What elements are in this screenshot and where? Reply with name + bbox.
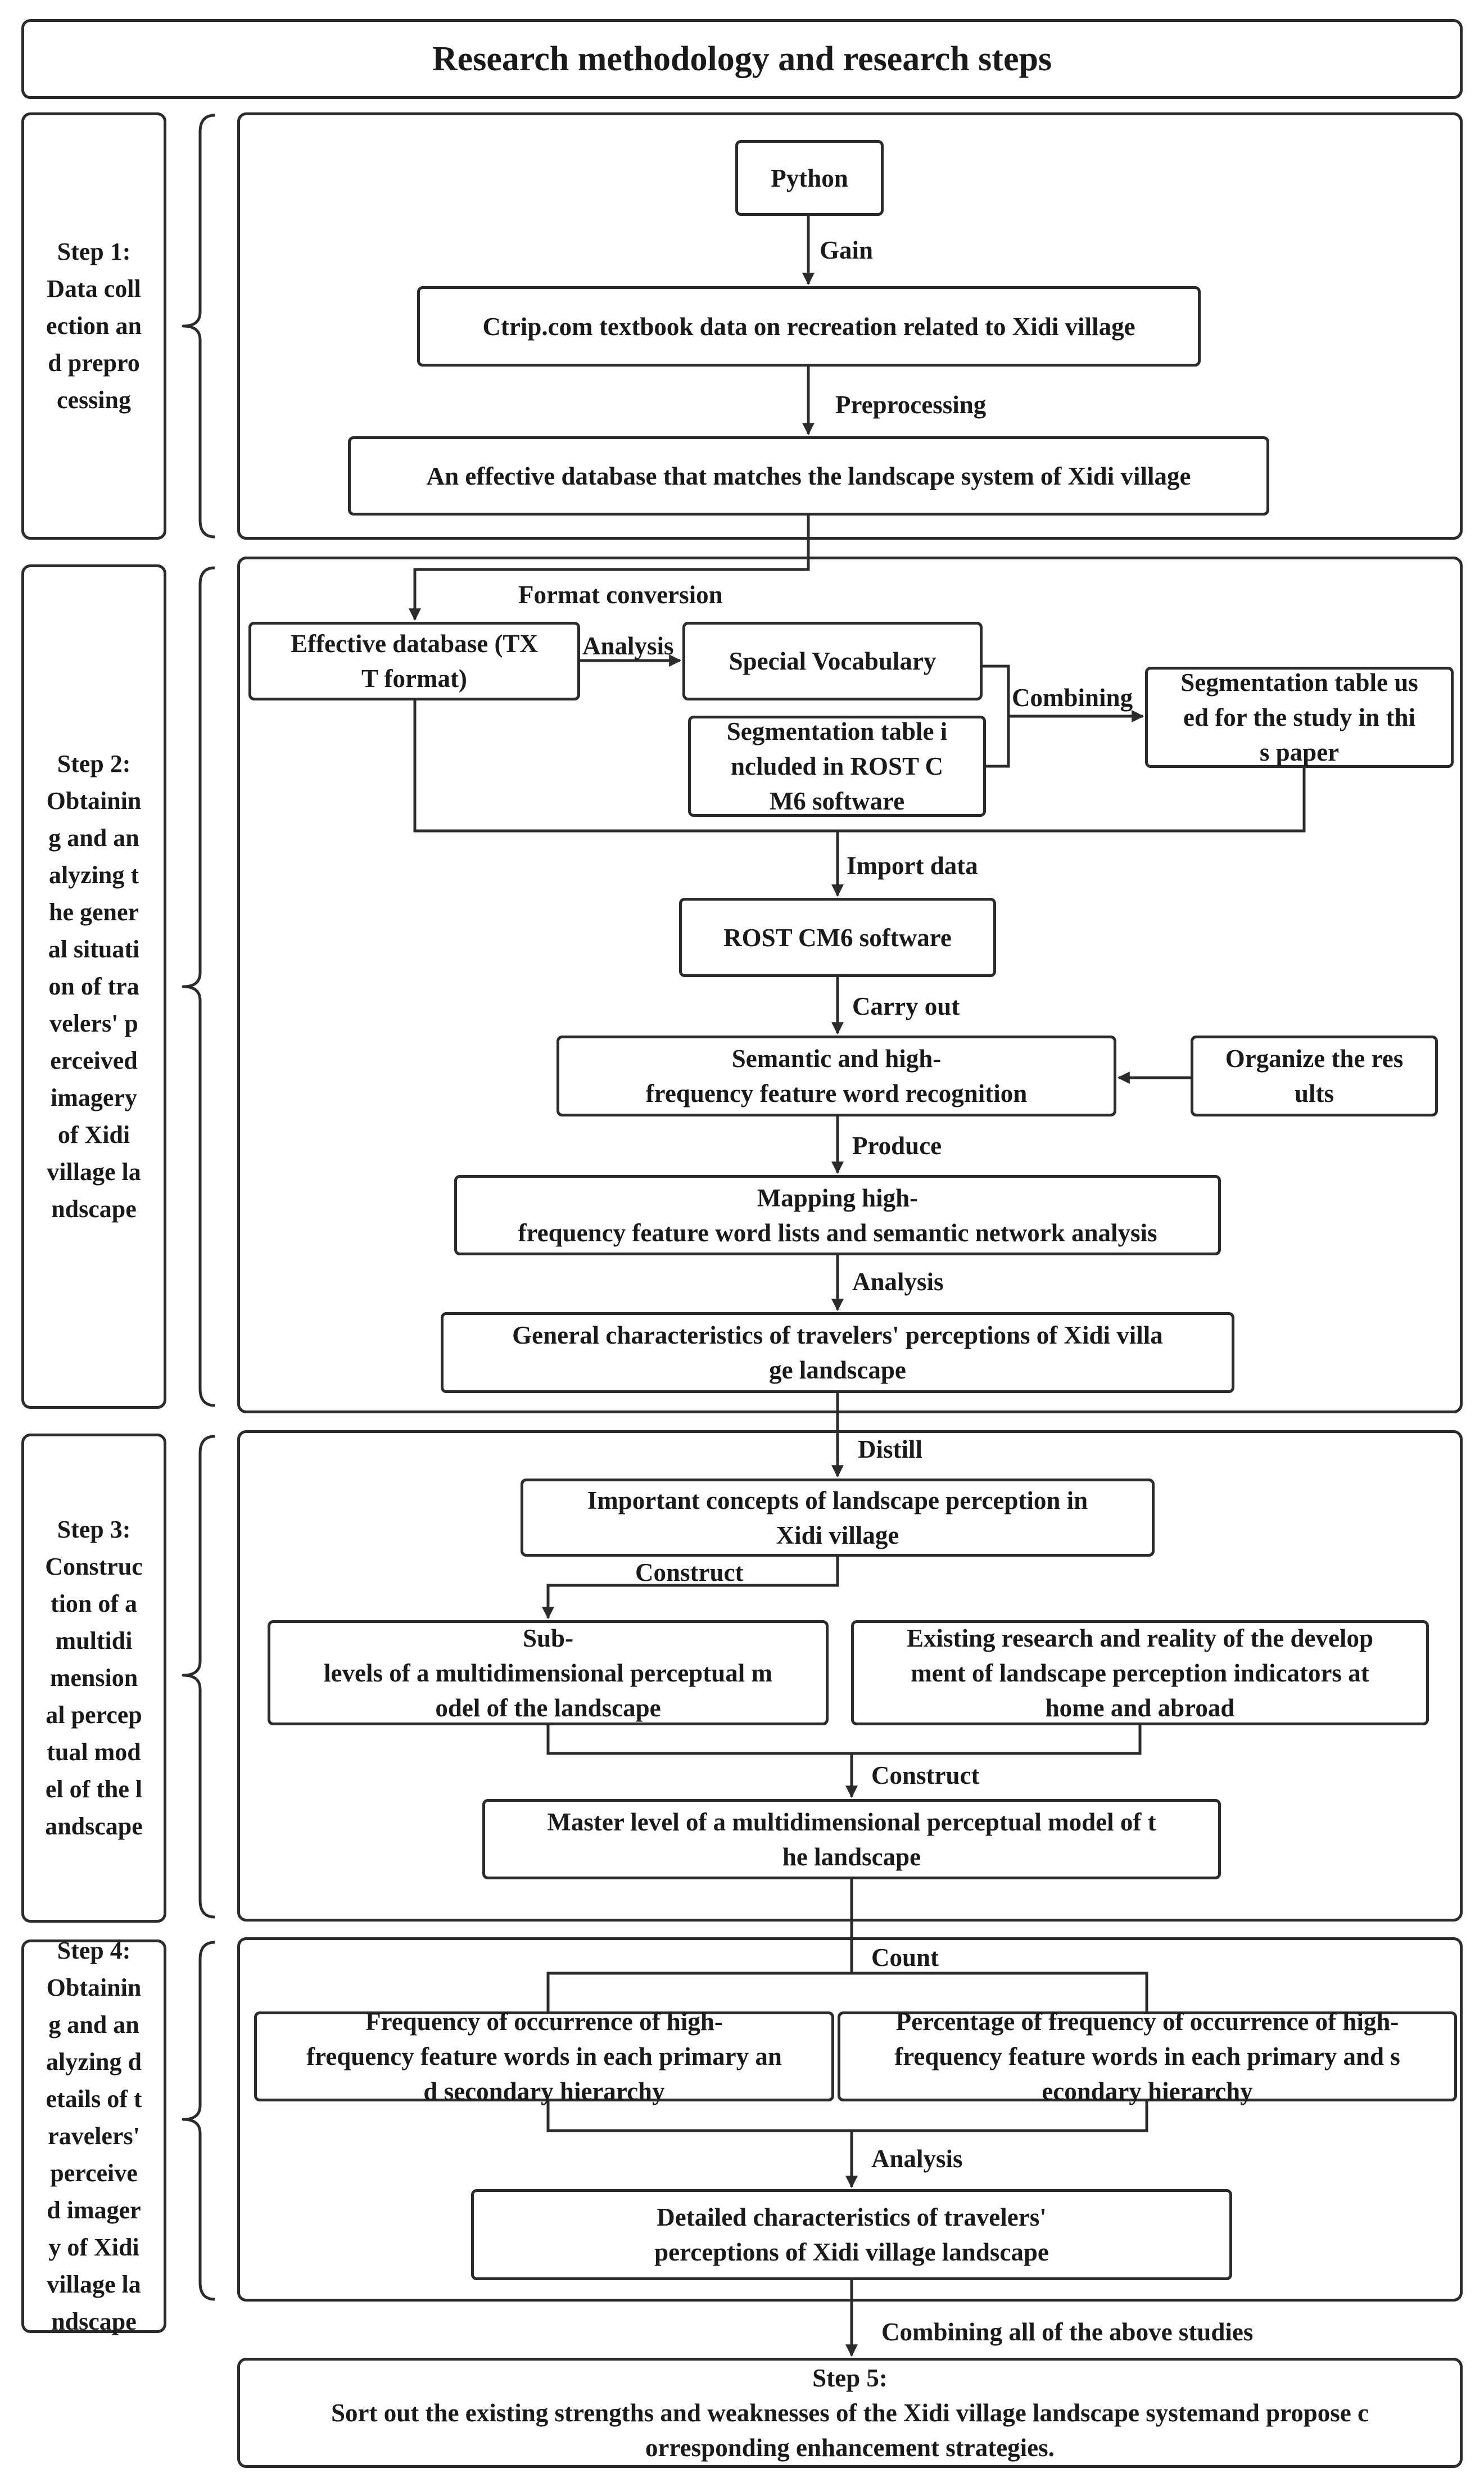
- flow-edges: [408, 216, 1306, 2357]
- edge-merge-detailed: [546, 2101, 1148, 2187]
- node-existing-text: Existing research and reality of the dev…: [907, 1624, 1373, 1722]
- edge-label-format-conversion: Format conversion: [518, 581, 723, 609]
- edge-label-analysis-3: Analysis: [871, 2145, 963, 2173]
- title-box: [21, 19, 1463, 99]
- node-seg-study-text: Segmentation table us ed for the study i…: [1180, 668, 1418, 766]
- node-general: [441, 1312, 1234, 1393]
- node-concepts-text: Important concepts of landscape percepti…: [587, 1486, 1088, 1549]
- step4-label: Step 4: Obtainin g and an alyzing d etai…: [46, 1937, 142, 2335]
- node-step5-text: Step 5: Sort out the existing strengths …: [331, 2364, 1369, 2462]
- edge-label-combining-all: Combining all of the above studies: [881, 2318, 1254, 2346]
- node-mapping: [454, 1175, 1221, 1255]
- edge-label-distill: Distill: [858, 1435, 923, 1463]
- node-organize: [1191, 1036, 1438, 1116]
- node-ctrip: [417, 286, 1201, 367]
- edge-label-analysis-2: Analysis: [852, 1268, 944, 1296]
- step4-bracket: [182, 1941, 215, 2301]
- node-detailed: [471, 2189, 1232, 2280]
- step4-label-box: [21, 1940, 166, 2333]
- edge-label-gain: Gain: [820, 236, 874, 264]
- node-rost: [679, 898, 996, 977]
- node-freq-text: Frequency of occurrence of high- frequen…: [306, 2008, 782, 2105]
- step2-bracket: [182, 566, 215, 1407]
- node-rost-text: ROST CM6 software: [723, 923, 952, 952]
- node-master: [482, 1799, 1221, 1879]
- node-sublevels: [268, 1620, 829, 1725]
- node-sublevels-text: Sub- levels of a multidimensional percep…: [324, 1624, 772, 1722]
- node-txt-db: [248, 622, 580, 700]
- node-seg-rost-text: Segmentation table i ncluded in ROST C M…: [726, 717, 948, 815]
- node-special-vocab-text: Special Vocabulary: [729, 647, 936, 675]
- edge-label-construct-2: Construct: [871, 1761, 980, 1789]
- node-organize-text: Organize the res ults: [1225, 1045, 1404, 1107]
- node-pct-text: Percentage of frequency of occurrence of…: [894, 2008, 1400, 2105]
- node-existing: [851, 1620, 1429, 1725]
- step1-label-box: [21, 112, 166, 540]
- diagram-title: Research methodology and research steps: [432, 39, 1052, 78]
- edge-db-txt: [408, 516, 810, 621]
- edge-concepts-sublevels: [541, 1557, 839, 1620]
- edge-label-import-data: Import data: [847, 852, 978, 880]
- node-effective-db: [348, 436, 1269, 516]
- node-semantic: [556, 1036, 1116, 1116]
- edge-master-split: [546, 1879, 1148, 2011]
- node-general-text: General characteristics of travelers' pe…: [512, 1321, 1163, 1384]
- edge-combine-left: [983, 664, 1010, 768]
- node-txt-db-text: Effective database (TX T format): [291, 630, 538, 693]
- node-python-text: Python: [771, 164, 848, 192]
- edge-merge-rost: [413, 700, 1306, 896]
- step3-bracket: [182, 1435, 215, 1919]
- node-master-text: Master level of a multidimensional perce…: [547, 1807, 1156, 1871]
- node-freq: [254, 2011, 834, 2101]
- node-detailed-text: Detailed characteristics of travelers' p…: [654, 2203, 1049, 2266]
- edge-label-carry-out: Carry out: [852, 992, 960, 1020]
- node-ctrip-text: Ctrip.com textbook data on recreation re…: [482, 312, 1135, 341]
- step1-label: Step 1: Data coll ection an d prepro ces…: [46, 238, 142, 414]
- step2-label-box: [21, 564, 166, 1409]
- node-pct: [838, 2011, 1457, 2101]
- step1-bracket: [182, 114, 215, 539]
- node-semantic-text: Semantic and high- frequency feature wor…: [645, 1045, 1028, 1107]
- node-special-vocab: [682, 622, 983, 700]
- node-step5: [237, 2358, 1463, 2468]
- node-python: [735, 140, 884, 216]
- edge-label-produce: Produce: [852, 1132, 942, 1160]
- edge-label-preprocessing: Preprocessing: [835, 391, 987, 419]
- edge-label-count: Count: [871, 1943, 939, 1972]
- node-seg-rost: [688, 716, 986, 817]
- node-seg-study: [1145, 667, 1454, 768]
- node-effective-db-text: An effective database that matches the l…: [426, 462, 1191, 490]
- step3-label-box: [21, 1434, 166, 1923]
- edge-label-construct-1: Construct: [635, 1558, 744, 1586]
- step2-label: Step 2: Obtainin g and an alyzing t he g…: [46, 750, 142, 1223]
- edge-label-analysis-1: Analysis: [582, 632, 674, 660]
- step-brackets: [182, 114, 215, 2301]
- node-mapping-text: Mapping high- frequency feature word lis…: [518, 1183, 1157, 1247]
- node-concepts: [521, 1479, 1155, 1557]
- edge-label-combining: Combining: [1012, 684, 1133, 712]
- step3-label: Step 3: Construc tion of a multidi mensi…: [45, 1516, 143, 1840]
- edge-merge-master: [546, 1725, 1142, 1797]
